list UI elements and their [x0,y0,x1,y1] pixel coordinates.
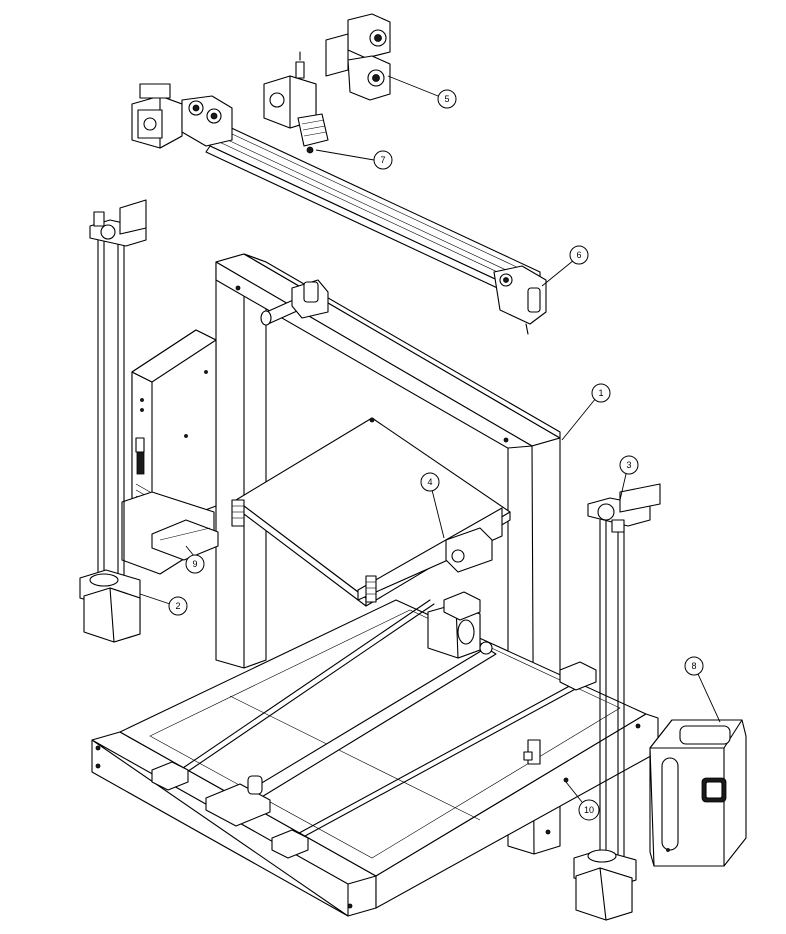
x-motor [131,83,183,149]
x-axis-gantry [131,83,547,335]
extruder-assembly [263,51,329,154]
callout-8-label: 8 [691,661,696,671]
callout-3-circle [619,455,639,475]
z-top-bracket-5 [325,13,391,101]
base-frame [91,591,659,917]
y-motor [427,603,493,659]
right-z-axis [573,483,661,921]
callout-4-circle [420,472,440,492]
callout-10-label: 10 [584,805,594,815]
callout-set: 1 2 3 4 5 6 7 8 9 10 [139,75,721,821]
callout-10-circle [578,799,600,821]
left-z-axis [79,199,147,643]
callout-2-label: 2 [175,601,180,611]
callout-1-circle [591,383,611,403]
y-bracket-9 [151,519,219,561]
endstop-10 [523,739,569,783]
callout-9-label: 9 [192,559,197,569]
x-right-bracket [493,265,547,335]
callout-2-circle [168,596,188,616]
callout-5-circle [437,89,457,109]
heated-bed [231,417,511,607]
callout-8-circle [684,656,704,676]
spool-holder [260,279,329,326]
callout-3-label: 3 [626,460,631,470]
callout-6-label: 6 [576,250,581,260]
callout-9-circle [185,554,205,574]
control-box [649,719,747,867]
callout-6-circle [569,245,589,265]
x-left-bracket [181,95,233,147]
power-supply [121,329,217,575]
callout-4-label: 4 [427,477,432,487]
callout-5-label: 5 [444,94,449,104]
callout-7-circle [373,150,393,170]
callout-7-label: 7 [380,155,385,165]
callout-1-label: 1 [598,388,603,398]
